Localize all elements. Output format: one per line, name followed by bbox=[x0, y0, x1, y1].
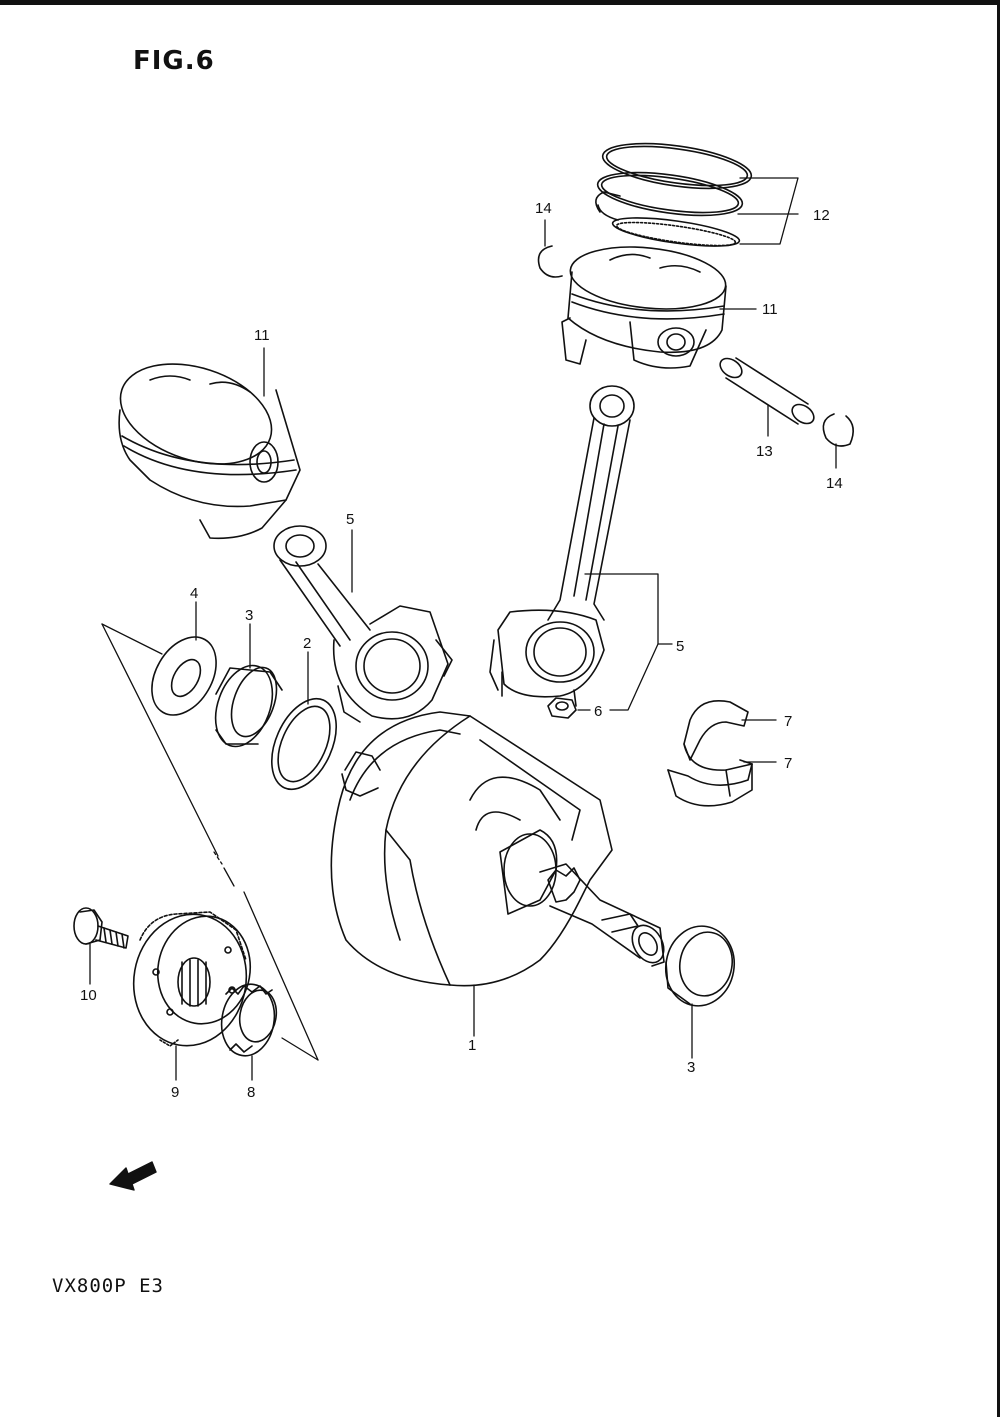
callout-5-left: 5 bbox=[346, 511, 354, 528]
callout-7-upper: 7 bbox=[784, 713, 792, 730]
leader-lines bbox=[89, 177, 837, 1081]
crankpin-bearings bbox=[667, 700, 753, 807]
circlip-left bbox=[537, 245, 563, 278]
page-right-border bbox=[997, 0, 1000, 1417]
crankshaft bbox=[330, 711, 665, 987]
small-gear bbox=[220, 983, 278, 1057]
callout-11-right: 11 bbox=[762, 301, 778, 318]
piston-rings bbox=[595, 142, 753, 247]
callout-12: 12 bbox=[813, 207, 830, 224]
circlip-right bbox=[822, 413, 854, 447]
callout-14-lower: 14 bbox=[826, 475, 843, 492]
callout-3-right: 3 bbox=[687, 1059, 695, 1076]
callout-6: 6 bbox=[594, 703, 602, 720]
piston-pin bbox=[719, 357, 815, 425]
callout-11-left: 11 bbox=[254, 327, 270, 344]
callout-3-left: 3 bbox=[245, 607, 253, 624]
model-code: VX800P E3 bbox=[52, 1275, 164, 1297]
fwd-label: FWD bbox=[128, 1161, 156, 1182]
page-top-border bbox=[0, 0, 1000, 5]
main-bearing-left bbox=[214, 664, 283, 748]
callout-5-right: 5 bbox=[676, 638, 684, 655]
rod-nut bbox=[547, 697, 577, 719]
gear-group-outline bbox=[101, 623, 319, 1061]
gear-bolt bbox=[73, 907, 129, 949]
connecting-rod-left bbox=[273, 525, 453, 723]
fwd-arrow-icon bbox=[109, 1161, 157, 1191]
primary-drive-gear bbox=[132, 911, 252, 1047]
thrust-washer bbox=[151, 636, 217, 716]
callout-10: 10 bbox=[80, 987, 97, 1004]
main-bearing-right bbox=[665, 925, 735, 1007]
callout-13: 13 bbox=[756, 443, 773, 460]
crank-shim bbox=[271, 697, 337, 791]
callout-14-upper: 14 bbox=[535, 200, 552, 217]
callout-9: 9 bbox=[171, 1084, 179, 1101]
piston-upper-right bbox=[561, 246, 727, 369]
figure-title: FIG.6 bbox=[133, 46, 215, 76]
callout-2: 2 bbox=[303, 635, 311, 652]
callout-7-lower: 7 bbox=[784, 755, 792, 772]
piston-upper-left bbox=[118, 363, 301, 540]
callout-4: 4 bbox=[190, 585, 198, 602]
callout-8: 8 bbox=[247, 1084, 255, 1101]
connecting-rod-right bbox=[489, 385, 635, 707]
callout-1: 1 bbox=[468, 1037, 476, 1054]
